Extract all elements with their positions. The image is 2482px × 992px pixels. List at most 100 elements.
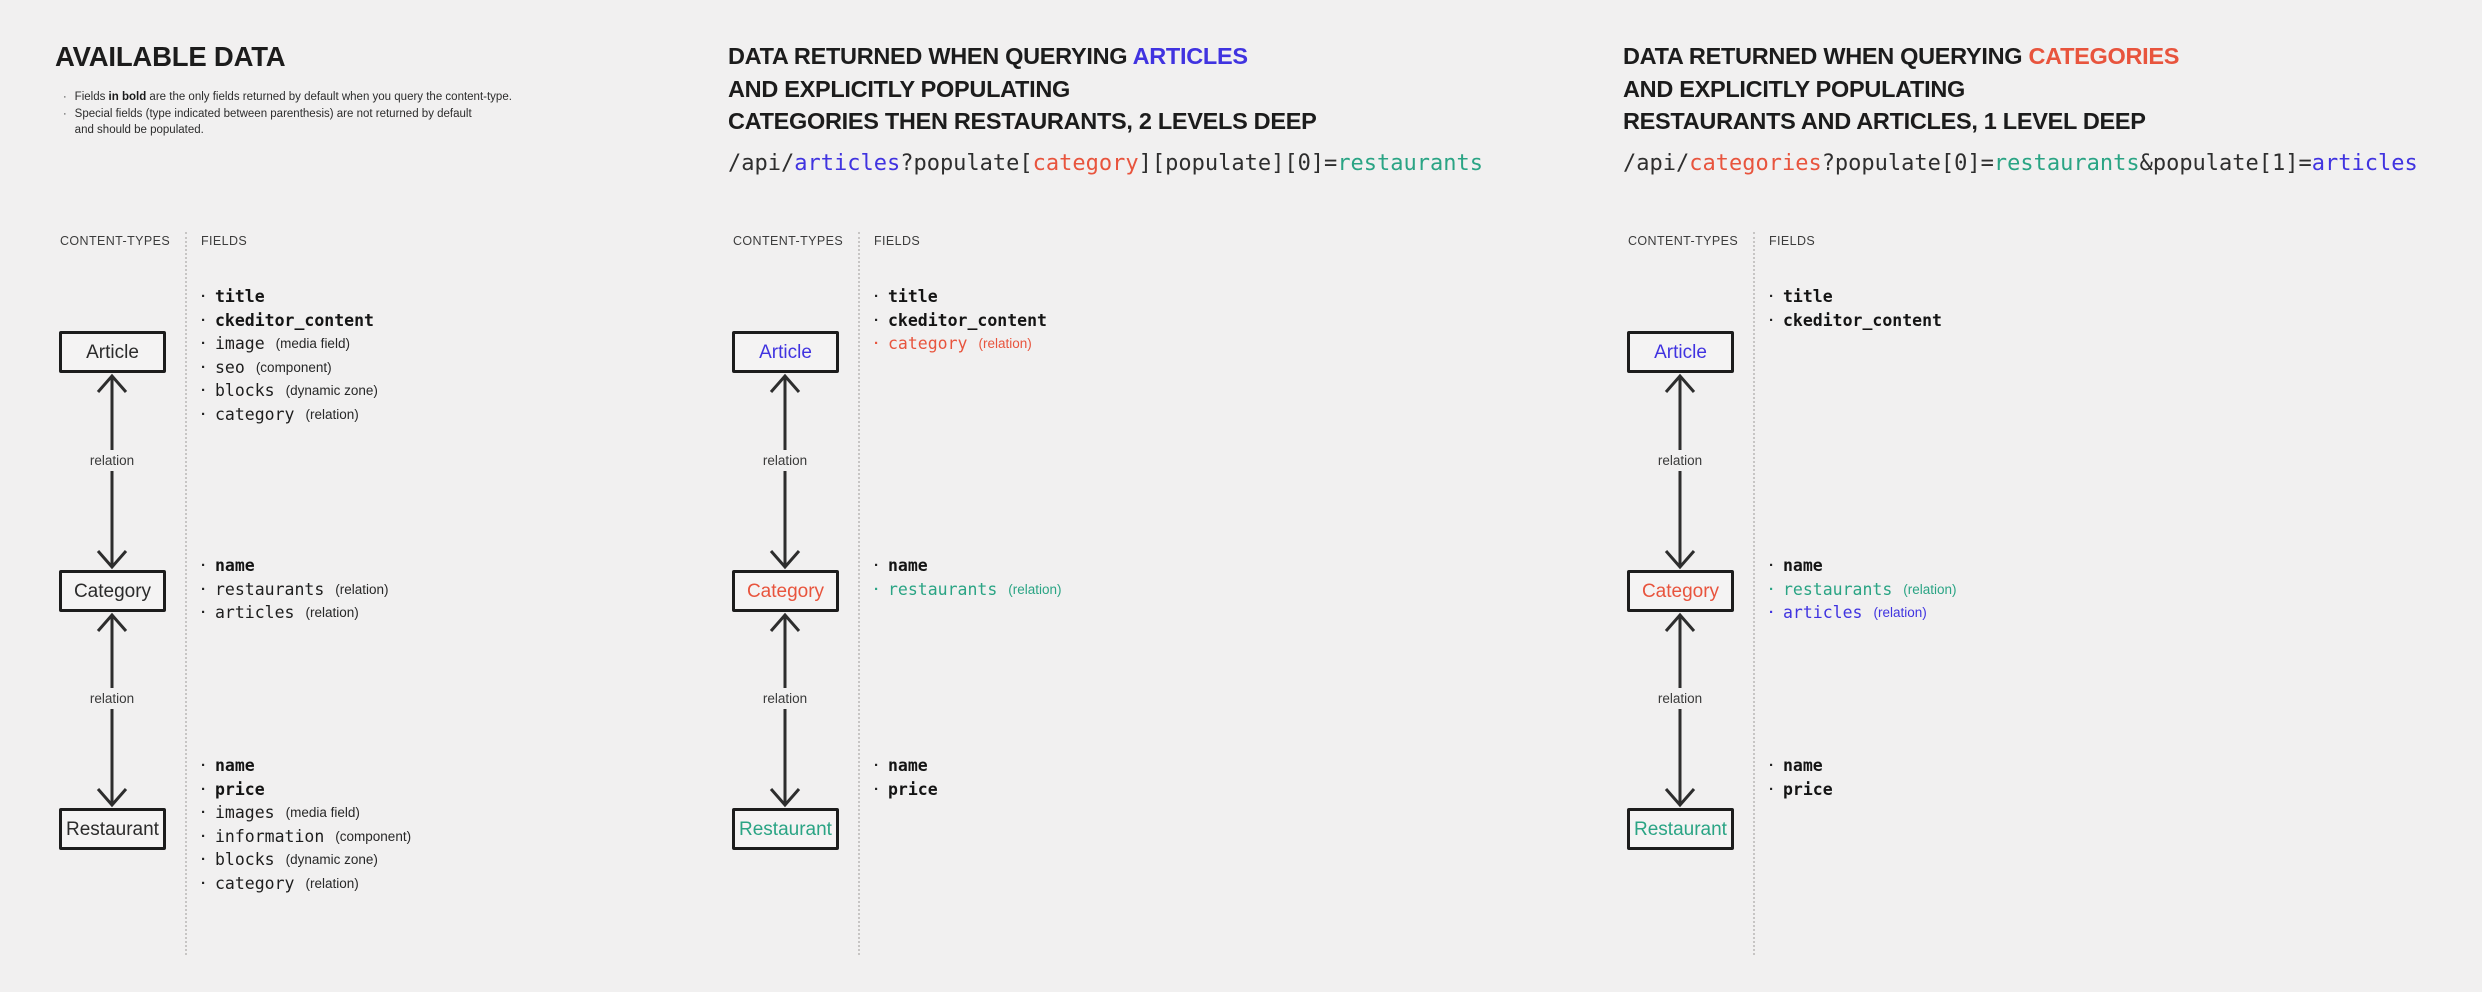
- note-item: ·Special fields (type indicated between …: [63, 106, 603, 139]
- title-segment: DATA RETURNED WHEN QUERYING: [1623, 43, 2029, 69]
- field-name: articles: [1783, 603, 1863, 623]
- field-name: name: [215, 556, 255, 576]
- field-row: · restaurants (relation): [1769, 578, 1957, 602]
- bullet-icon: ·: [201, 874, 206, 892]
- title-line: DATA RETURNED WHEN QUERYING ARTICLES: [728, 40, 1608, 73]
- field-name: name: [888, 556, 928, 576]
- note-text: Special fields (type indicated between p…: [75, 106, 472, 139]
- field-row: · image (media field): [201, 332, 378, 356]
- content-type-box-article: Article: [1627, 331, 1734, 373]
- bullet-icon: ·: [1769, 580, 1774, 598]
- field-name: category: [215, 404, 295, 424]
- relation-label: relation: [757, 688, 813, 709]
- content-types-lane-label: CONTENT-TYPES: [60, 234, 171, 248]
- fields-group-category: · name · restaurants (relation) · articl…: [1769, 554, 1957, 625]
- field-row: · blocks (dynamic zone): [201, 379, 378, 403]
- field-type: (dynamic zone): [285, 852, 378, 868]
- relation-label: relation: [84, 449, 140, 471]
- field-row: · name: [874, 754, 938, 778]
- field-row: · ckeditor_content: [874, 309, 1047, 333]
- content-type-label: Category: [73, 580, 152, 602]
- field-row: · ckeditor_content: [1769, 309, 1942, 333]
- bullet-icon: ·: [201, 311, 206, 329]
- title-line: CATEGORIES THEN RESTAURANTS, 2 LEVELS DE…: [728, 105, 1608, 138]
- field-name: name: [1783, 756, 1823, 776]
- field-name: ckeditor_content: [888, 310, 1047, 330]
- fields-group-restaurant: · name · price: [874, 754, 938, 801]
- code-segment: /api/: [728, 150, 795, 176]
- field-name: blocks: [215, 381, 275, 401]
- bullet-icon: ·: [201, 335, 206, 353]
- relation-arrow: [1658, 373, 1702, 570]
- title-segment: CATEGORIES: [2028, 43, 2180, 69]
- column-notes: ·Fields in bold are the only fields retu…: [55, 89, 603, 139]
- field-row: · images (media field): [201, 801, 411, 825]
- relation-arrow: [90, 612, 134, 808]
- field-name: price: [1783, 779, 1833, 799]
- fields-lane-label: FIELDS: [1769, 234, 1816, 248]
- content-type-label: Category: [746, 580, 825, 602]
- bullet-icon: ·: [874, 780, 879, 798]
- fields-group-article: · title · ckeditor_content · image (medi…: [201, 285, 378, 426]
- lane-divider: [185, 232, 187, 955]
- field-row: · price: [1769, 778, 1833, 802]
- content-types-lane-label: CONTENT-TYPES: [733, 234, 844, 248]
- content-type-label: Restaurant: [739, 818, 832, 840]
- field-type: (component): [255, 359, 332, 375]
- title-line: AND EXPLICITLY POPULATING: [1623, 73, 2473, 106]
- content-type-label: Article: [86, 341, 139, 363]
- relation-label: relation: [1652, 688, 1708, 709]
- field-row: · name: [201, 554, 389, 578]
- field-name: images: [215, 803, 275, 823]
- bullet-icon: ·: [201, 288, 206, 306]
- field-type: (media field): [285, 805, 360, 821]
- code-segment: &populate[1]=: [2139, 150, 2312, 176]
- content-type-label: Restaurant: [1634, 818, 1727, 840]
- field-row: · articles (relation): [201, 601, 389, 625]
- content-type-box-restaurant: Restaurant: [732, 808, 839, 850]
- relation-arrow: [763, 612, 807, 808]
- relation-label: relation: [757, 449, 813, 471]
- title-segment: RESTAURANTS AND ARTICLES, 1 LEVEL DEEP: [1623, 108, 2146, 134]
- bullet-icon: ·: [874, 335, 879, 353]
- content-type-box-category: Category: [1627, 570, 1734, 612]
- field-name: ckeditor_content: [215, 310, 374, 330]
- field-type: (relation): [1873, 605, 1927, 621]
- bullet-icon: ·: [1769, 311, 1774, 329]
- diagram: CONTENT-TYPES FIELDS Article · title · c…: [55, 230, 675, 992]
- note-segment: Fields: [74, 91, 109, 103]
- code-segment: categories: [1689, 150, 1822, 176]
- lane-divider: [858, 232, 860, 955]
- content-type-label: Restaurant: [66, 818, 159, 840]
- relation-arrow: [763, 373, 807, 570]
- bullet-icon: ·: [874, 557, 879, 575]
- field-type: (dynamic zone): [285, 383, 378, 399]
- relation-label: relation: [1652, 449, 1708, 471]
- note-segment: in bold: [108, 91, 147, 103]
- content-type-box-article: Article: [732, 331, 839, 373]
- field-name: restaurants: [215, 579, 325, 599]
- bullet-icon: ·: [874, 311, 879, 329]
- field-type: (media field): [275, 336, 350, 352]
- field-name: ckeditor_content: [1783, 310, 1942, 330]
- field-name: image: [215, 334, 265, 354]
- fields-lane-label: FIELDS: [874, 234, 921, 248]
- field-name: name: [215, 756, 255, 776]
- bullet-icon: ·: [874, 288, 879, 306]
- bullet-icon: ·: [201, 851, 206, 869]
- field-row: · name: [1769, 754, 1833, 778]
- field-name: price: [215, 779, 265, 799]
- api-query-code: /api/articles?populate[category][populat…: [728, 150, 1608, 178]
- field-row: · articles (relation): [1769, 601, 1957, 625]
- relation-arrow: [1658, 612, 1702, 808]
- field-type: (relation): [305, 406, 359, 422]
- bullet-icon: ·: [201, 580, 206, 598]
- title-line: DATA RETURNED WHEN QUERYING CATEGORIES: [1623, 40, 2473, 73]
- field-type: (relation): [978, 336, 1032, 352]
- bullet-icon: ·: [201, 382, 206, 400]
- content-type-label: Category: [1641, 580, 1720, 602]
